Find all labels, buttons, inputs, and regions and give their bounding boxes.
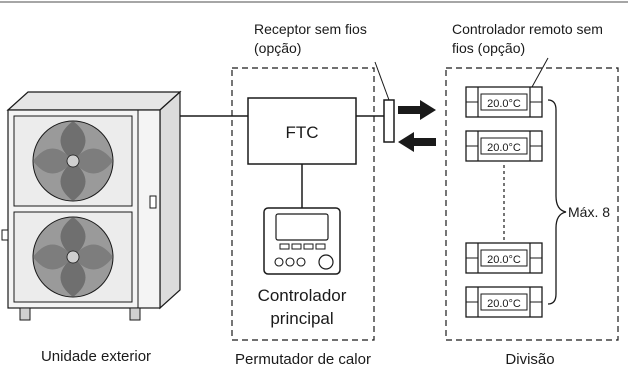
fan-top-icon [32, 120, 114, 202]
remote-controller: 20.0°C [465, 286, 543, 318]
main-controller-screen [275, 213, 329, 241]
arrow-from-room-icon [398, 132, 436, 152]
receiver-label-line2: (opção) [254, 40, 301, 56]
remote-leader-line [531, 57, 549, 88]
remote-label-line1: Controlador remoto sem [452, 21, 603, 37]
group-brace [547, 99, 567, 305]
main-controller-device [263, 207, 341, 275]
receiver-label-line1: Receptor sem fios [254, 21, 367, 37]
remote-display: 20.0°C [487, 298, 521, 310]
remote-controller: 20.0°C [465, 130, 543, 162]
ftc-label: FTC [285, 123, 318, 142]
remote-display: 20.0°C [487, 254, 521, 266]
wireless-receiver [374, 61, 395, 143]
arrow-to-room-icon [398, 100, 436, 120]
remote-label-line2: fios (opção) [452, 40, 525, 56]
receiver-leader-line [374, 61, 390, 101]
remote-controller: 20.0°C [465, 242, 543, 274]
outdoor-unit-illustration [1, 90, 182, 321]
heat-exchanger-label: Permutador de calor [235, 351, 371, 368]
main-controller-label-line1: Controlador [258, 286, 347, 305]
ftc-box: FTC [247, 97, 357, 165]
remote-display: 20.0°C [487, 98, 521, 110]
room-label: Divisão [505, 351, 554, 368]
heat-exchanger-boundary [231, 67, 375, 341]
remote-controller: 20.0°C [465, 86, 543, 118]
max-label: Máx. 8 [568, 204, 610, 220]
remote-display: 20.0°C [487, 142, 521, 154]
room-boundary [445, 67, 619, 341]
main-controller-label-line2: principal [270, 309, 333, 328]
outdoor-unit-label: Unidade exterior [41, 348, 151, 365]
fan-bottom-icon [32, 216, 114, 298]
